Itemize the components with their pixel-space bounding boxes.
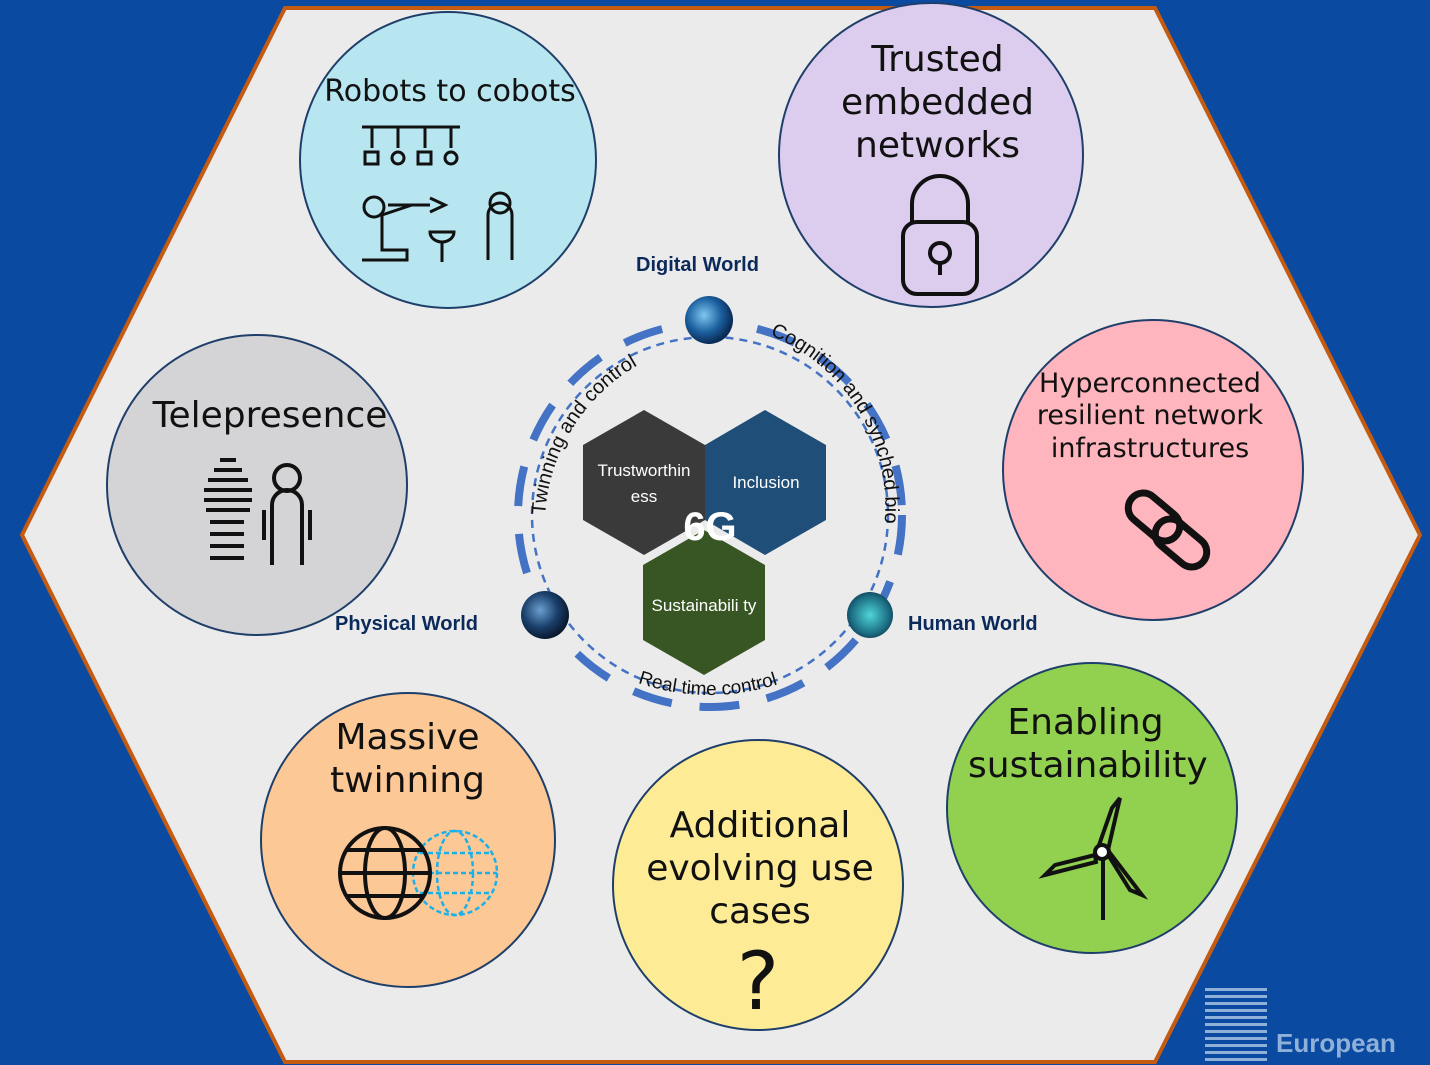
circle-additional bbox=[612, 739, 904, 1031]
telepresence-label: Telepresence bbox=[152, 395, 388, 436]
robots-label: Robots to cobots bbox=[324, 74, 576, 109]
human-world-label: Human World bbox=[908, 613, 1038, 635]
hex-label-trustworthiness: Trustworthin ess bbox=[597, 461, 691, 506]
hologram-person-icon bbox=[204, 458, 312, 565]
hex-label-inclusion: Inclusion bbox=[732, 473, 800, 492]
circle-twinning bbox=[260, 692, 556, 988]
human-world-globe bbox=[847, 592, 893, 638]
padlock-icon bbox=[901, 174, 979, 296]
chain-link-icon bbox=[1124, 489, 1211, 571]
circle-telepresence bbox=[106, 334, 408, 636]
question-mark-icon: ? bbox=[736, 935, 780, 1028]
robot-arm-icon bbox=[362, 125, 514, 262]
physical-world-label: Physical World bbox=[335, 613, 479, 635]
eu-logo bbox=[1205, 988, 1267, 1065]
circle-sustainability bbox=[946, 662, 1238, 954]
center-6g-label: 6G bbox=[683, 505, 737, 549]
physical-world-globe bbox=[521, 591, 569, 639]
trusted-label: Trusted embedded networks bbox=[841, 39, 1034, 167]
additional-label: Additional evolving use cases bbox=[646, 805, 874, 933]
circle-trusted bbox=[778, 2, 1084, 308]
hex-inclusion bbox=[705, 410, 826, 555]
circle-robots bbox=[299, 11, 597, 309]
digital-world-globe bbox=[685, 296, 733, 344]
hyper-label: Hyperconnected resilient network infrast… bbox=[1036, 368, 1264, 464]
circle-hyper bbox=[1002, 319, 1304, 621]
hex-sustainability bbox=[643, 530, 765, 675]
digital-world-label: Digital World bbox=[636, 254, 759, 276]
sustainability-label: Enabling sustainability bbox=[968, 702, 1208, 787]
twin-globe-icon bbox=[338, 826, 499, 920]
wind-turbine-icon bbox=[1038, 796, 1149, 920]
twinning-label: Massive twinning bbox=[330, 717, 485, 802]
hex-trustworthiness bbox=[583, 410, 705, 555]
eu-logo-text: European bbox=[1276, 1028, 1396, 1058]
hex-label-sustainability: Sustainabili ty bbox=[651, 596, 757, 615]
